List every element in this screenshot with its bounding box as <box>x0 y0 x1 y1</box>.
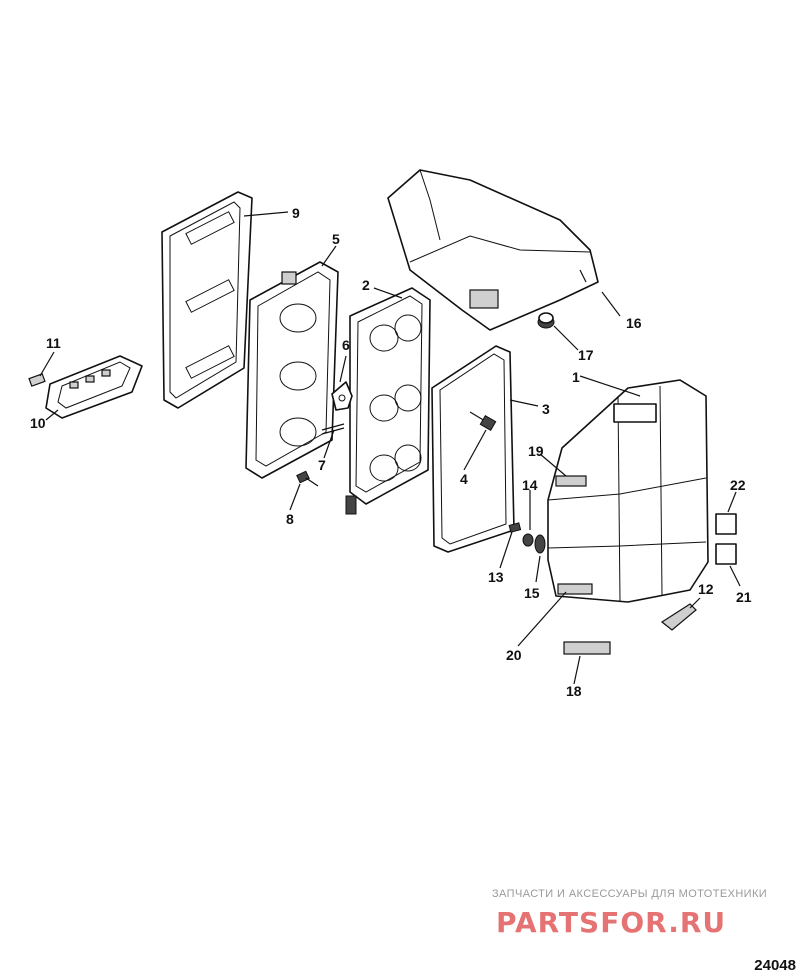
watermark-logo: PARTSFOR.RU <box>496 906 726 936</box>
diagram-number: 24048 <box>754 957 796 974</box>
callout-13: 13 <box>488 569 504 585</box>
screw-11 <box>28 373 46 387</box>
callout-16: 16 <box>626 315 642 331</box>
callout-5: 5 <box>332 231 340 247</box>
screw-4 <box>469 411 497 432</box>
reed-housing <box>345 287 431 515</box>
callout-6: 6 <box>342 337 350 353</box>
screw-13 <box>508 522 522 533</box>
grommet <box>537 312 555 329</box>
top-cowl-cover <box>387 169 599 331</box>
callout-21: 21 <box>736 589 752 605</box>
air-intake-cover <box>547 379 709 603</box>
callout-7: 7 <box>318 457 326 473</box>
callout-8: 8 <box>286 511 294 527</box>
callout-22: 22 <box>730 477 746 493</box>
leader-lines <box>39 211 741 685</box>
callout-14: 14 <box>522 477 538 493</box>
callout-20: 20 <box>506 647 522 663</box>
reed-retainer <box>45 355 143 419</box>
bracket <box>331 381 353 411</box>
callout-4: 4 <box>460 471 468 487</box>
callout-10: 10 <box>30 415 46 431</box>
callout-3: 3 <box>542 401 550 417</box>
washer-14 <box>522 533 534 547</box>
decal-22 <box>715 513 737 535</box>
decal-21 <box>715 543 737 565</box>
watermark-tagline: ЗАПЧАСТИ И АКСЕССУАРЫ ДЛЯ МОТОТЕХНИКИ <box>492 888 768 900</box>
cover-gasket <box>431 345 515 553</box>
callout-15: 15 <box>524 585 540 601</box>
callout-12: 12 <box>698 581 714 597</box>
reed-block <box>245 261 339 479</box>
screw-8 <box>296 470 319 487</box>
nut-15 <box>534 534 546 554</box>
wing-screw <box>660 603 697 631</box>
watermark-logo-text: PARTSFOR.RU <box>496 906 726 936</box>
callout-19: 19 <box>528 443 544 459</box>
callout-17: 17 <box>578 347 594 363</box>
callout-1: 1 <box>572 369 580 385</box>
callout-11: 11 <box>46 335 61 351</box>
decal-18 <box>563 641 611 655</box>
callout-9: 9 <box>292 205 300 221</box>
stud <box>321 423 345 435</box>
callout-18: 18 <box>566 683 582 699</box>
callout-2: 2 <box>362 277 370 293</box>
reed-plate-gasket <box>161 191 253 409</box>
